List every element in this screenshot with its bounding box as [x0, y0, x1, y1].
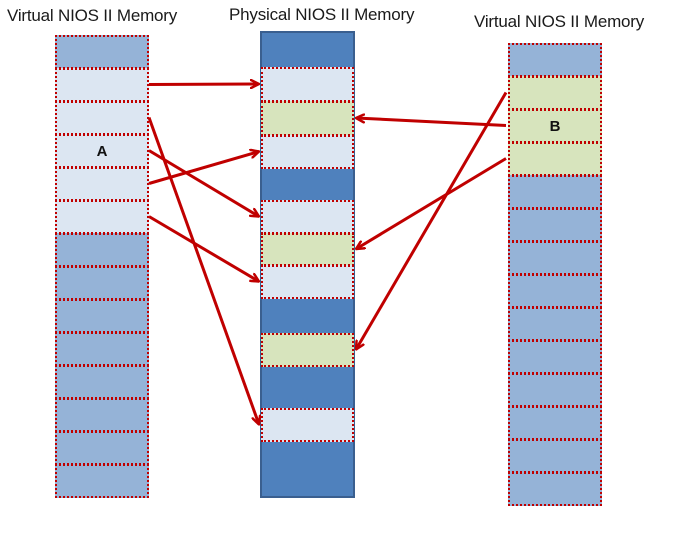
mapping-arrow-left-page-4-to-frame-3 — [148, 152, 259, 185]
right-page-unused — [508, 406, 602, 440]
physical-frame-free — [261, 298, 354, 334]
left-page-process-a — [55, 101, 149, 135]
right-page-unused — [508, 274, 602, 308]
mapping-arrow-left-page-5-to-frame-7 — [148, 215, 259, 283]
left-page-unused — [55, 35, 149, 69]
physical-frame-process-a — [261, 408, 354, 442]
physical-frame-process-a — [261, 265, 354, 299]
physical-frame-free — [261, 168, 354, 201]
right-virtual-memory-column: B — [508, 43, 602, 506]
physical-frame-free — [261, 366, 354, 409]
right-page-unused — [508, 208, 602, 242]
physical-frame-process-a — [261, 200, 354, 234]
mapping-arrow-right-page-1-to-frame-9 — [354, 91, 508, 350]
mapping-arrow-left-page-3-to-frame-5 — [148, 149, 259, 218]
right-page-unused — [508, 439, 602, 473]
left-page-process-a — [55, 200, 149, 234]
left-page-process-a: A — [55, 134, 149, 168]
left-page-process-a — [55, 167, 149, 201]
left-page-unused — [55, 332, 149, 366]
mapping-arrow-left-page-2-to-frame-11 — [147, 116, 259, 425]
process-label: A — [96, 142, 108, 160]
physical-frame-process-a — [261, 135, 354, 169]
physical-frame-free — [261, 31, 354, 68]
right-page-process-b: B — [508, 109, 602, 143]
right-page-process-b — [508, 76, 602, 110]
right-page-unused — [508, 307, 602, 341]
mapping-arrow-right-page-3-to-frame-6 — [356, 157, 507, 251]
left-page-unused — [55, 233, 149, 267]
right-page-unused — [508, 43, 602, 77]
physical-frame-free — [261, 441, 354, 499]
right-page-unused — [508, 175, 602, 209]
physical-frame-process-b — [261, 233, 354, 266]
left-virtual-memory-title: Virtual NIOS II Memory — [7, 6, 178, 25]
left-page-unused — [55, 365, 149, 399]
physical-frame-process-b — [261, 333, 354, 367]
left-virtual-memory-column: A — [55, 35, 149, 498]
right-page-process-b — [508, 142, 602, 176]
process-label: B — [549, 117, 561, 135]
left-page-unused — [55, 266, 149, 300]
physical-frame-process-a — [261, 67, 354, 102]
left-page-unused — [55, 431, 149, 465]
physical-memory-title: Physical NIOS II Memory — [229, 5, 415, 24]
left-page-unused — [55, 398, 149, 432]
right-page-unused — [508, 472, 602, 506]
physical-frame-process-b — [261, 101, 354, 136]
left-page-unused — [55, 299, 149, 333]
right-page-unused — [508, 373, 602, 407]
left-page-process-a — [55, 68, 149, 102]
right-page-unused — [508, 241, 602, 275]
left-page-unused — [55, 464, 149, 498]
mapping-arrow-right-page-2-to-frame-2 — [356, 118, 507, 127]
right-page-unused — [508, 340, 602, 374]
right-virtual-memory-title: Virtual NIOS II Memory — [474, 12, 645, 31]
mapping-arrow-left-page-1-to-frame-1 — [148, 84, 259, 85]
